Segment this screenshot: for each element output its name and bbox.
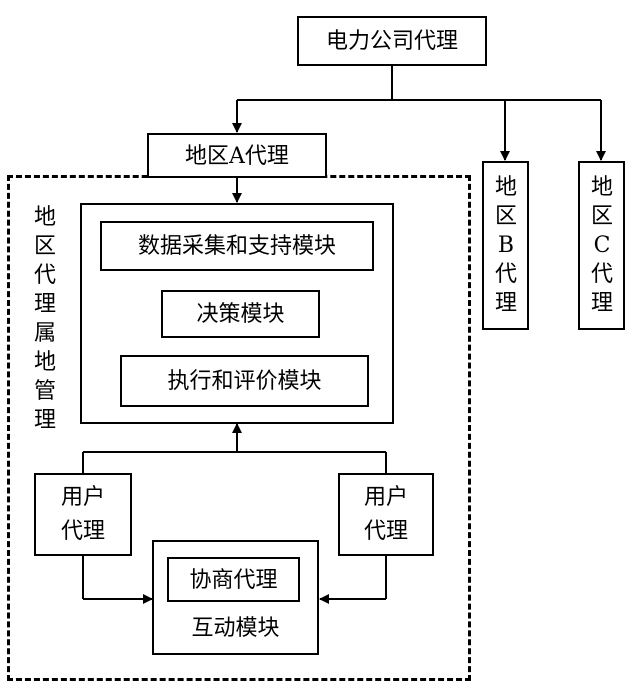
decision-module-label: 决策模块	[196, 302, 285, 327]
user-agent-left-line2: 代理	[60, 519, 105, 544]
user-agent-right-line2: 代理	[363, 519, 408, 544]
decision-module-box: 决策模块	[161, 290, 320, 338]
user-agent-right-box: 用户 代理	[338, 473, 434, 556]
negotiation-agent-label: 协商代理	[189, 568, 278, 593]
data-collection-module-label: 数据采集和支持模块	[137, 234, 336, 259]
user-agent-left-line1: 用户	[60, 485, 105, 510]
module-container	[80, 203, 394, 424]
data-collection-module-box: 数据采集和支持模块	[100, 221, 374, 271]
execution-module-box: 执行和评价模块	[120, 355, 369, 407]
negotiation-agent-box: 协商代理	[167, 557, 300, 602]
power-company-agent-box: 电力公司代理	[297, 16, 487, 66]
execution-module-label: 执行和评价模块	[167, 369, 322, 394]
region-a-agent-label: 地区A代理	[185, 144, 289, 169]
region-a-agent-box: 地区A代理	[147, 133, 327, 178]
user-agent-right-line1: 用户	[363, 485, 408, 510]
interaction-module-label: 互动模块	[191, 616, 280, 641]
interaction-module-box: 协商代理 互动模块	[152, 540, 319, 655]
territory-management-label: 地区代理属地管理	[33, 205, 56, 433]
power-company-agent-label: 电力公司代理	[325, 29, 458, 54]
user-agent-left-box: 用户 代理	[34, 473, 132, 556]
